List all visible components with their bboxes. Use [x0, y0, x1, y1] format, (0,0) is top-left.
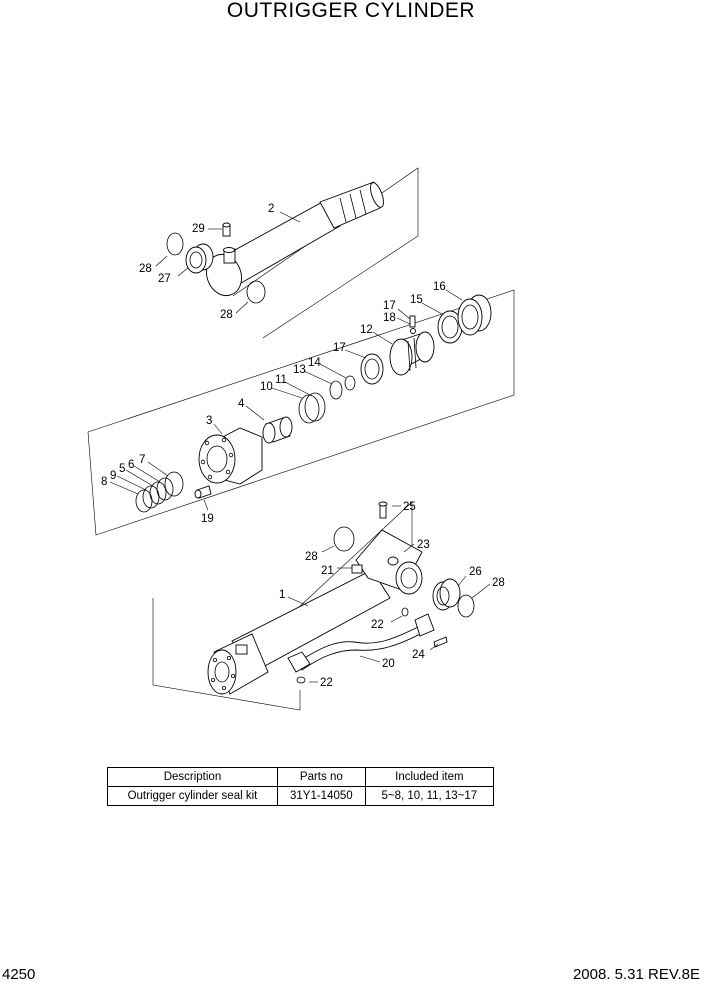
- piston-rod: [206, 181, 384, 297]
- table-header-row: Description Parts no Included item: [107, 767, 495, 787]
- seal-8: [135, 489, 153, 513]
- page-number: 4250: [2, 966, 36, 983]
- dust-seal-28-right: [246, 280, 266, 304]
- o-ring-28: [333, 526, 355, 552]
- callout-23: 23: [417, 539, 430, 551]
- callout-22: 22: [371, 619, 384, 631]
- rod-cover: [198, 427, 263, 485]
- callout-21: 21: [321, 565, 334, 577]
- callout-14: 14: [308, 357, 321, 369]
- callout-28: 28: [139, 263, 152, 275]
- callout-16: 16: [433, 281, 446, 293]
- set-screw: [409, 315, 416, 328]
- seal-11: [304, 392, 326, 422]
- rod-assembly-group: 2 29 28 27 28: [139, 167, 419, 339]
- revision-label: 2008. 5.31 REV.8E: [572, 966, 700, 983]
- callout-11: 11: [275, 374, 287, 386]
- o-ring-22-upper: [401, 607, 409, 617]
- cylinder-tube: [207, 569, 391, 695]
- callout-28: 28: [305, 551, 318, 563]
- callout-17: 17: [333, 342, 346, 354]
- seal-6: [156, 477, 174, 501]
- seal-5: [149, 481, 167, 505]
- wear-ring-16: [457, 294, 492, 336]
- column-header-description: Description: [107, 767, 278, 787]
- o-ring-22-lower: [296, 676, 306, 684]
- cell-included-item: 5~8, 10, 11, 13~17: [364, 786, 495, 806]
- seal-10: [298, 394, 320, 424]
- seal-kit-table: Description Parts no Included item Outri…: [107, 767, 495, 806]
- callout-13: 13: [293, 364, 306, 376]
- callout-29: 29: [192, 223, 205, 235]
- dust-seal-28-left: [166, 232, 184, 256]
- cell-description: Outrigger cylinder seal kit: [107, 786, 278, 806]
- bolt-25: [378, 501, 388, 519]
- page-title: OUTRIGGER CYLINDER: [226, 0, 476, 22]
- column-header-parts-no: Parts no: [276, 767, 366, 787]
- grease-nipple: [222, 222, 231, 237]
- callout-18: 18: [383, 312, 396, 324]
- pipe-flange-left: [287, 651, 311, 673]
- cell-parts-no: 31Y1-14050: [276, 786, 366, 806]
- ring-13: [329, 380, 343, 400]
- callout-1: 1: [279, 589, 285, 601]
- port-block: [351, 529, 423, 595]
- piston: [389, 331, 435, 376]
- callout-20: 20: [382, 658, 395, 670]
- callout-12: 12: [360, 324, 373, 336]
- callout-3: 3: [206, 415, 212, 427]
- callout-26: 26: [469, 566, 482, 578]
- steel-ball: [410, 328, 416, 334]
- pipe: [287, 613, 435, 673]
- bushing-4: [262, 416, 293, 444]
- callout-22: 22: [320, 677, 333, 689]
- callout-7: 7: [139, 454, 145, 466]
- tube-assembly-group: 1 25 28 21 23 22 20 24 22 26 28: [152, 501, 505, 711]
- seal-9: [142, 485, 160, 509]
- pipe-flange-right: [414, 613, 435, 637]
- hex-bolt-19: [194, 485, 212, 499]
- callout-4: 4: [238, 398, 245, 410]
- callout-28: 28: [492, 577, 505, 589]
- callout-15: 15: [410, 294, 423, 306]
- table-row: Outrigger cylinder seal kit 31Y1-14050 5…: [107, 786, 495, 806]
- callout-25: 25: [403, 501, 416, 513]
- callout-10: 10: [260, 381, 273, 393]
- callout-17: 17: [383, 300, 396, 312]
- callout-2: 2: [268, 203, 274, 215]
- callout-27: 27: [158, 273, 171, 285]
- bushing-27: [185, 243, 214, 274]
- callout-8: 8: [101, 476, 107, 488]
- dust-seal-28: [457, 594, 475, 618]
- callout-6: 6: [128, 459, 134, 471]
- seal-7: [164, 471, 184, 497]
- wear-ring-17: [360, 353, 384, 385]
- callout-9: 9: [110, 470, 116, 482]
- gland-piston-group: 3 4 10 11 13 14 17 12 17 18 15 16 8 9 5 …: [87, 281, 515, 536]
- callout-28: 28: [220, 309, 233, 321]
- bushing-26: [432, 578, 461, 611]
- callout-5: 5: [119, 463, 125, 475]
- callout-19: 19: [201, 513, 214, 525]
- column-header-included-item: Included item: [364, 767, 495, 787]
- ring-14: [344, 375, 356, 391]
- callout-24: 24: [412, 649, 425, 661]
